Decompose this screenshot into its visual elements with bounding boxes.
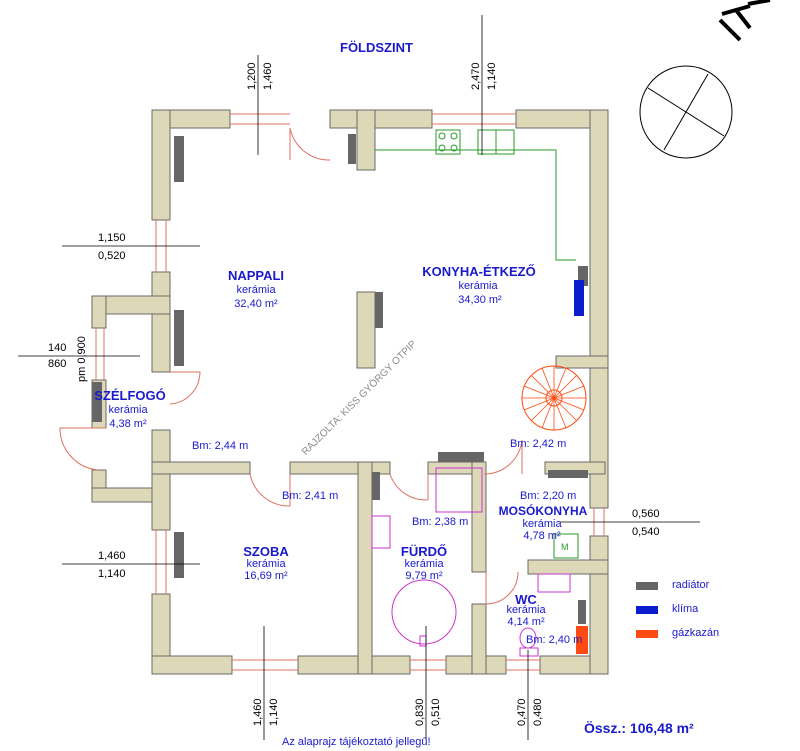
bathroom-fixtures: [371, 467, 571, 657]
wall-left-upper: [151, 109, 171, 221]
kitchen-counter: [375, 149, 576, 261]
wall-top-2: [329, 109, 433, 129]
wall-bottom-1: [151, 655, 233, 675]
stove-icon: [435, 129, 461, 155]
room-area-wc: 4,14 m²: [507, 616, 545, 628]
room-name-szelfogo: SZÉLFOGÓ: [94, 388, 166, 403]
wall-furdo-right-lower: [471, 603, 487, 675]
pillar: [356, 291, 376, 369]
dim-right-a: 0,560: [632, 508, 660, 520]
legend-swatch-klima: [636, 606, 658, 614]
room-floor-szelfogo: kerámia: [108, 404, 148, 416]
bm-label: Bm: 2,40 m: [526, 634, 583, 646]
bm-label: Bm: 2,38 m: [412, 516, 469, 528]
dim-bottom1-b: 1,140: [268, 698, 280, 726]
room-area-konyha: 34,30 m²: [458, 294, 502, 306]
dim-left2-c: pm 0,900: [76, 336, 88, 382]
shower-icon: [435, 467, 483, 513]
wc-sink-icon: [537, 573, 571, 593]
legend-swatch-gazkazan: [636, 630, 658, 638]
wall-right-lower: [589, 535, 609, 675]
room-name-konyha: KONYHA-ÉTKEZŐ: [422, 264, 536, 279]
room-name-szoba: SZOBA: [243, 544, 289, 559]
north-arrow-icon: [718, 0, 771, 42]
dim-left3-a: 1,460: [98, 550, 126, 562]
total-area: Össz.: 106,48 m²: [584, 720, 694, 736]
room-name-mosokonyha: MOSÓKONYHA: [498, 504, 588, 518]
dim-bottom2-a: 0,830: [414, 698, 426, 726]
wall-bottom-2: [297, 655, 411, 675]
room-floor-mosokonyha: kerámia: [522, 518, 562, 530]
gazkazan-unit: [576, 626, 588, 654]
room-name-nappali: NAPPALI: [227, 268, 285, 283]
washing-machine-icon: [553, 533, 579, 559]
dim-left2-a: 140: [48, 342, 67, 354]
dim-left1-a: 1,150: [98, 232, 126, 244]
room-floor-konyha: kerámia: [458, 280, 498, 292]
washbasin-icon: [371, 515, 391, 549]
dim-bottom3-a: 0,470: [516, 698, 528, 726]
bm-label: Bm: 2,44 m: [192, 440, 249, 452]
room-name-wc: WC: [515, 592, 537, 607]
legend-label-radiator: radiátor: [672, 579, 710, 591]
room-area-nappali: 32,40 m²: [234, 298, 278, 310]
windows: [95, 113, 605, 671]
disclaimer-note: Az alaprajz tájékoztató jellegű!: [282, 736, 431, 748]
wall-int-1: [151, 461, 251, 475]
bm-label: Bm: 2,42 m: [510, 438, 567, 450]
dim-bottom1-a: 1,460: [252, 698, 264, 726]
room-floor-furdo: kerámia: [404, 558, 444, 570]
wall-kitchen-stub: [356, 109, 376, 171]
room-area-furdo: 9,79 m²: [405, 570, 443, 582]
room-area-szoba: 16,69 m²: [244, 570, 288, 582]
radiators: [92, 134, 588, 624]
wall-kitchen-right: [555, 355, 609, 369]
spiral-stair-icon: [521, 365, 587, 431]
svg-text:M: M: [561, 542, 569, 552]
room-area-szelfogo: 4,38 m²: [109, 418, 147, 430]
legend-label-klima: klíma: [672, 603, 699, 615]
wall-szelfogo-left-top: [91, 295, 107, 329]
room-floor-szoba: kerámia: [246, 558, 286, 570]
room-area-mosokonyha: 4,78 m²: [523, 530, 561, 542]
bm-label: Bm: 2,20 m: [520, 490, 577, 502]
dim-right-b: 0,540: [632, 526, 660, 538]
bathtub-icon: [391, 579, 457, 645]
wall-left-lower: [151, 429, 171, 531]
wall-right-upper: [589, 109, 609, 509]
doors: [59, 127, 523, 605]
legend-swatch-radiator: [636, 582, 658, 590]
wall-furdo-right-upper: [471, 461, 487, 573]
dim-top-left-b: 1,460: [262, 62, 274, 90]
dimension-lines: [18, 15, 700, 740]
dim-bottom2-b: 0,510: [430, 698, 442, 726]
dim-top-right-b: 1,140: [486, 62, 498, 90]
dim-left3-b: 1,140: [98, 568, 126, 580]
room-floor-wc: kerámia: [506, 604, 546, 616]
room-name-furdo: FÜRDŐ: [400, 544, 448, 559]
bm-label: Bm: 2,41 m: [282, 490, 339, 502]
dim-left2-b: 860: [48, 358, 67, 370]
compass-icon: [639, 65, 733, 159]
dim-top-left-a: 1,200: [246, 62, 258, 90]
dim-bottom3-b: 0,480: [532, 698, 544, 726]
legend-label-gazkazan: gázkazán: [672, 627, 720, 639]
dim-left1-b: 0,520: [98, 250, 126, 262]
wall-wc-top: [527, 559, 609, 575]
klima-unit: [574, 280, 584, 316]
room-floor-nappali: kerámia: [236, 284, 276, 296]
page-title: FÖLDSZINT: [340, 40, 413, 55]
dim-top-right-a: 2,470: [470, 62, 482, 90]
wall-left-mid: [151, 271, 171, 373]
wall-furdo-left: [357, 461, 373, 675]
